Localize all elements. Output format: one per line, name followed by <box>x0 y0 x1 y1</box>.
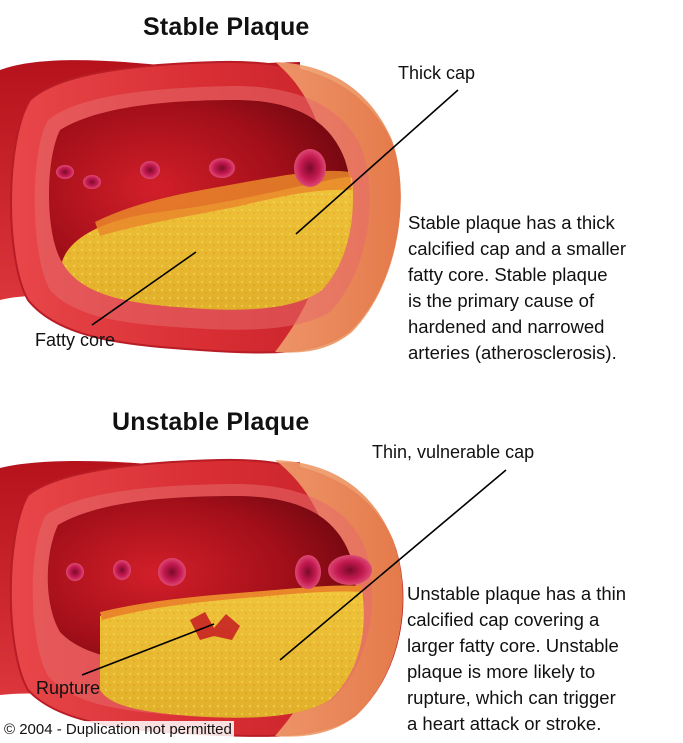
blood-cell <box>113 560 131 580</box>
blood-cell <box>66 563 84 581</box>
unstable-description: Unstable plaque has a thin calcified cap… <box>407 581 626 737</box>
stable-description-line: Stable plaque has a thick <box>408 210 626 236</box>
unstable-plaque-title: Unstable Plaque <box>112 408 310 437</box>
stable-description-line: arteries (atherosclerosis). <box>408 340 626 366</box>
stable-plaque-title: Stable Plaque <box>143 13 310 42</box>
blood-cell <box>83 175 101 189</box>
stable-description-line: calcified cap and a smaller <box>408 236 626 262</box>
unstable-description-line: calcified cap covering a <box>407 607 626 633</box>
rupture-label: Rupture <box>36 678 100 699</box>
stable-artery <box>0 60 458 352</box>
unstable-description-line: larger fatty core. Unstable <box>407 633 626 659</box>
blood-cell <box>209 158 235 178</box>
unstable-description-line: a heart attack or stroke. <box>407 711 626 737</box>
blood-cell <box>158 558 186 586</box>
blood-cell <box>140 161 160 179</box>
stable-description-line: hardened and narrowed <box>408 314 626 340</box>
stable-description-line: is the primary cause of <box>408 288 626 314</box>
blood-cell <box>295 555 321 589</box>
thin-cap-label: Thin, vulnerable cap <box>372 442 534 463</box>
unstable-description-line: rupture, which can trigger <box>407 685 626 711</box>
stable-description: Stable plaque has a thick calcified cap … <box>408 210 626 366</box>
blood-cell <box>328 555 372 585</box>
copyright-notice: © 2004 - Duplication not permitted <box>4 721 234 738</box>
blood-cell <box>294 149 326 187</box>
unstable-description-line: plaque is more likely to <box>407 659 626 685</box>
stable-description-line: fatty core. Stable plaque <box>408 262 626 288</box>
unstable-description-line: Unstable plaque has a thin <box>407 581 626 607</box>
blood-cell <box>56 165 74 179</box>
thick-cap-label: Thick cap <box>398 63 475 84</box>
fatty-core-label: Fatty core <box>35 330 115 351</box>
